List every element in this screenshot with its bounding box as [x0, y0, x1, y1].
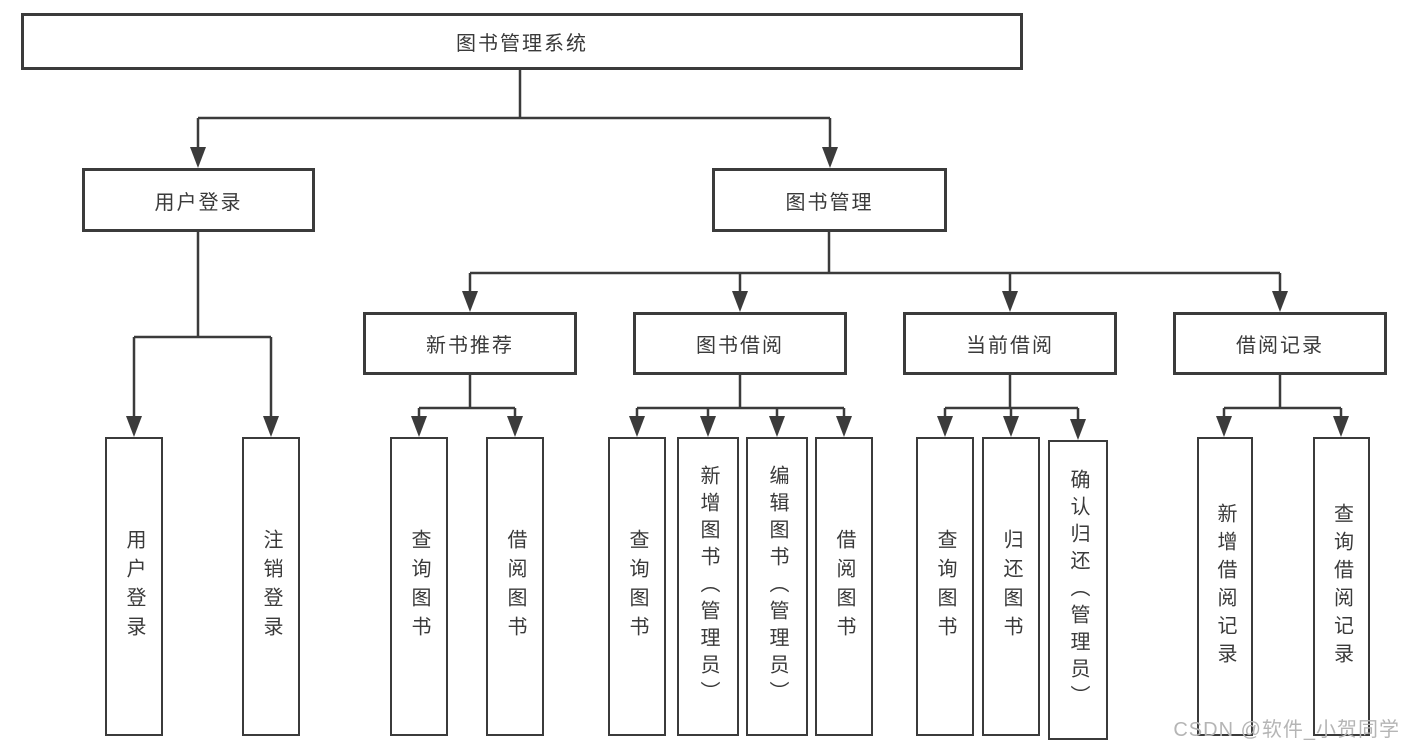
- leaf-logout: 注销登录: [242, 437, 300, 736]
- leaf-add-book-admin: 新增图书（管理员）: [677, 437, 739, 736]
- leaf-query-books-recommend: 查询图书: [390, 437, 448, 736]
- leaf-query-books-borrow: 查询图书: [608, 437, 666, 736]
- leaf-borrow-book: 借阅图书: [815, 437, 873, 736]
- node-user-login-branch: 用户登录: [82, 168, 315, 232]
- csdn-watermark: CSDN @软件_小贺同学: [1173, 719, 1400, 741]
- node-borrow-records: 借阅记录: [1173, 312, 1387, 375]
- leaf-edit-book-admin: 编辑图书（管理员）: [746, 437, 808, 736]
- node-root: 图书管理系统: [21, 13, 1023, 70]
- leaf-query-books-current: 查询图书: [916, 437, 974, 736]
- leaf-query-borrow-record: 查询借阅记录: [1313, 437, 1370, 736]
- leaf-confirm-return-admin: 确认归还（管理员）: [1048, 440, 1108, 740]
- arrowheads: [126, 147, 1349, 440]
- node-book-management: 图书管理: [712, 168, 947, 232]
- node-new-book-recommend: 新书推荐: [363, 312, 577, 375]
- leaf-return-book: 归还图书: [982, 437, 1040, 736]
- leaf-user-login: 用户登录: [105, 437, 163, 736]
- leaf-add-borrow-record: 新增借阅记录: [1197, 437, 1253, 736]
- node-book-borrow: 图书借阅: [633, 312, 847, 375]
- leaf-borrow-book-recommend: 借阅图书: [486, 437, 544, 736]
- node-current-borrow: 当前借阅: [903, 312, 1117, 375]
